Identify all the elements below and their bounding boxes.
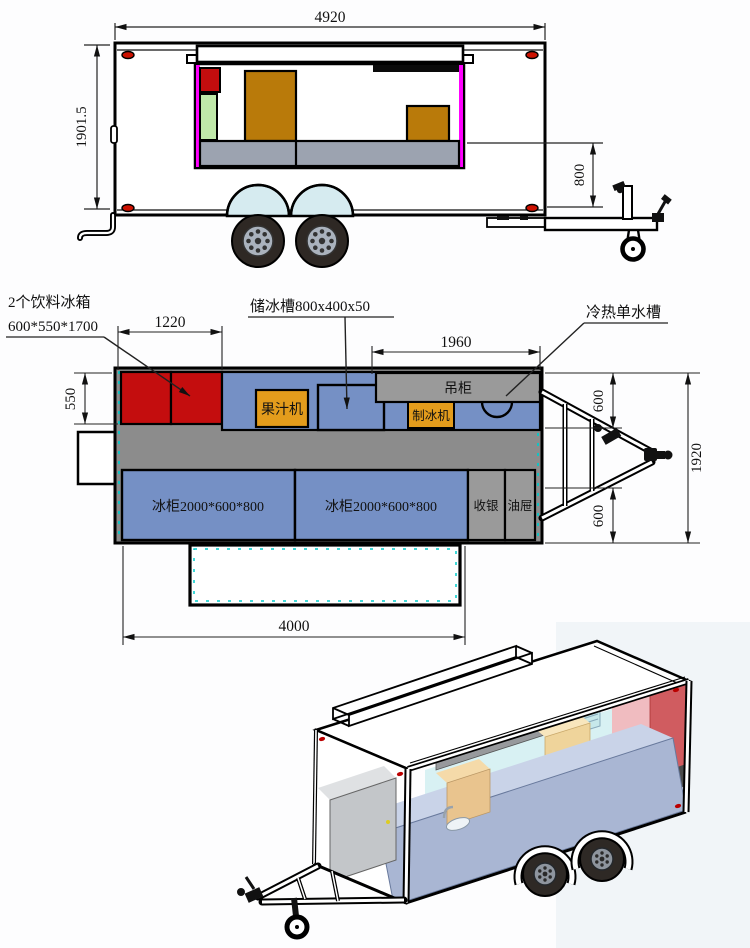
dim-hanging-cabinet-width <box>371 346 541 374</box>
ice-maker-plan: 制冰机 <box>407 401 455 429</box>
drink-fridge-top-side <box>199 67 221 93</box>
magenta-trim-left <box>196 65 200 167</box>
iso-wheels <box>513 830 634 897</box>
iso-view <box>237 622 750 948</box>
dim-overall-length-text: 4920 <box>315 9 346 26</box>
serving-window-side <box>193 62 466 170</box>
window-top-bar <box>373 65 459 72</box>
iso-tan-cube <box>446 768 491 827</box>
freezer-right-plan: 冰柜2000*600*800 <box>293 468 470 542</box>
iso-side-frame <box>312 678 693 905</box>
callout-ice-trough-text: 储冰槽800x400x50 <box>250 298 370 315</box>
iso-rim-right <box>590 847 614 871</box>
dim-overall-length <box>114 23 546 40</box>
iso-roof-rail <box>332 644 533 728</box>
drawbar-plan <box>538 388 673 522</box>
coupler-plan <box>644 448 673 461</box>
drink-fridge-2-plan <box>169 370 224 426</box>
freezer-left-plan: 冰柜2000*600*800 <box>120 468 297 542</box>
dim-rear-counter-depth <box>545 487 700 544</box>
dim-service-height <box>467 142 603 208</box>
label-freezer-left: 冰柜2000*600*800 <box>152 499 264 515</box>
jockey-wheel <box>620 229 646 262</box>
dim-overall-height-text: 1901.5 <box>74 106 90 147</box>
wheel-right <box>295 214 349 268</box>
side-elevation-view: 4920 1901.5 800 <box>74 9 672 268</box>
iso-counter-top <box>348 724 673 833</box>
iso-tan-cube-top <box>436 759 490 783</box>
label-juicer: 果汁机 <box>261 402 303 418</box>
rear-step-bumper <box>77 212 116 241</box>
iso-gray-box <box>329 777 397 883</box>
callout-water-sink: 冷热单水槽 <box>505 304 668 397</box>
iso-marker-lights <box>318 687 682 809</box>
marker-lights-side <box>121 50 539 213</box>
insulation-hatch <box>118 371 539 540</box>
ice-trough-plan <box>316 383 386 432</box>
juicer-plan: 果汁机 <box>254 388 310 429</box>
dim-overall-height <box>84 44 110 210</box>
dim-service-height-text: 800 <box>572 164 588 187</box>
drink-fridge-1-plan <box>119 370 173 426</box>
wheels-side <box>225 183 355 268</box>
iso-coupler <box>237 876 264 903</box>
iso-drawbar <box>237 862 408 940</box>
dim-front-counter-depth <box>545 372 700 429</box>
iso-interior <box>318 681 689 903</box>
door-handle <box>110 125 118 144</box>
dim-hanging-cabinet-width-text: 1960 <box>441 334 472 351</box>
hanging-cabinet-plan: 吊柜 <box>374 371 542 404</box>
awning-flap <box>186 44 474 64</box>
callout-ice-trough: 储冰槽800x400x50 <box>248 298 394 410</box>
label-cashier: 收银 <box>473 499 499 513</box>
chassis-and-hitch-side <box>77 180 672 262</box>
jack-post <box>612 180 633 220</box>
iso-jockey-wheel <box>284 897 310 940</box>
tall-cabinet-side <box>243 69 298 143</box>
dim-fridge-depth-text: 550 <box>63 388 79 411</box>
dim-fridge-width <box>117 326 223 370</box>
label-freezer-right: 冰柜2000*600*800 <box>325 499 437 515</box>
green-shelf-side <box>199 93 218 141</box>
under-body-support <box>486 217 546 228</box>
counter-side <box>198 139 461 168</box>
iso-gray-box-top <box>318 766 396 800</box>
magenta-trim-right <box>459 65 463 167</box>
dim-fridge-width-text: 1220 <box>155 314 186 331</box>
callout-drink-fridge-title: 2个饮料冰箱 <box>8 294 91 311</box>
coupler <box>652 194 672 222</box>
dim-rear-counter-depth-text: 600 <box>591 505 607 528</box>
dim-overall-width-text: 1920 <box>689 443 705 473</box>
oil-drawer-plan: 油屉 <box>503 468 537 542</box>
dim-fridge-depth <box>74 372 118 425</box>
entry-door-plan <box>76 430 117 486</box>
callout-drink-fridge: 2个饮料冰箱 600*550*1700 <box>6 294 191 397</box>
dim-serving-window-width <box>122 546 466 645</box>
drawbar-beam <box>543 216 659 232</box>
callout-water-sink-text: 冷热单水槽 <box>586 304 661 321</box>
plan-view: 果汁机 吊柜 制冰机 冰柜2000*600*800 冰柜2000*600*800… <box>6 294 705 645</box>
label-ice-maker: 制冰机 <box>412 409 450 423</box>
label-hanging-cabinet: 吊柜 <box>444 381 472 397</box>
iso-rim-left <box>533 862 557 886</box>
sink-plan <box>480 401 514 419</box>
serving-flap-plan <box>188 543 462 607</box>
iso-sink <box>442 805 471 831</box>
cashier-plan: 收银 <box>466 468 507 542</box>
label-oil-drawer: 油屉 <box>507 499 532 513</box>
low-cabinet-side <box>405 104 451 143</box>
wheel-left <box>231 214 285 268</box>
dim-serving-window-width-text: 4000 <box>279 618 310 635</box>
dim-front-counter-depth-text: 600 <box>591 390 607 413</box>
callout-drink-fridge-size: 600*550*1700 <box>8 319 98 335</box>
